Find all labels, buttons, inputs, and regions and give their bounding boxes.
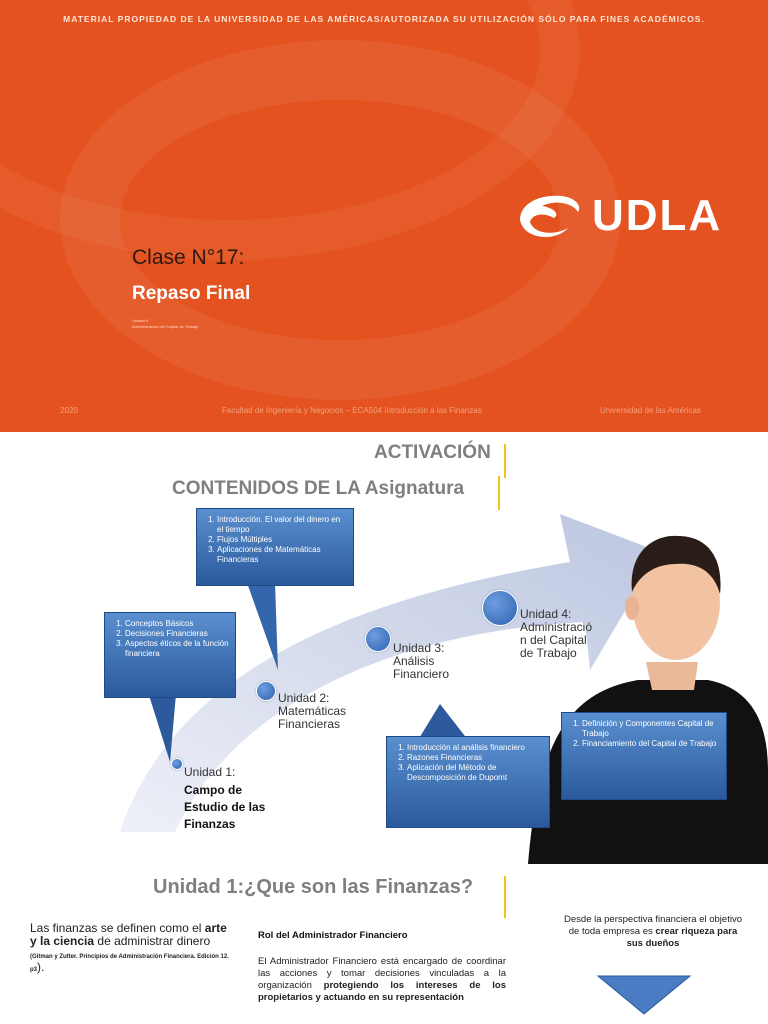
milestone-dot-unit2 (256, 681, 276, 701)
title-slide: MATERIAL PROPIEDAD DE LA UNIVERSIDAD DE … (0, 0, 768, 432)
person-illustration (528, 535, 768, 864)
company-objective: Desde la perspectiva financiera el objet… (564, 914, 742, 949)
disclaimer-text: MATERIAL PROPIEDAD DE LA UNIVERSIDAD DE … (63, 14, 705, 24)
footer-university: Universidad de las Américas (600, 406, 701, 415)
role-heading: Rol del Administrador Financiero (258, 930, 408, 941)
accent-bar (504, 444, 506, 478)
unit1-label: Unidad 1: Campo de Estudio de las Finanz… (184, 765, 266, 831)
unit-name-tag: Administración del Capital de Trabajo (132, 324, 199, 329)
callout-item: Conceptos Básicos (125, 619, 229, 629)
role-description: El Administrador Financiero está encarga… (258, 956, 506, 1003)
callout-item: Flujos Múltiples (217, 535, 347, 545)
citation: (Gitman y Zutter. Principios de Administ… (30, 954, 229, 973)
accent-bar (498, 476, 500, 510)
milestone-dot-unit4 (482, 590, 518, 626)
callout-unit4: Definición y Componentes Capital de Trab… (561, 712, 727, 800)
unit3-label: Unidad 3: Análisis Financiero (393, 641, 450, 681)
unit2-label: Unidad 2: Matemáticas Financieras (278, 691, 347, 731)
footer-faculty: Facultad de Ingeniería y Negocios – ECA5… (222, 406, 482, 415)
callout-item: Financiamiento del Capital de Trabajo (582, 739, 720, 749)
unit-tag: Unidad 4 (132, 318, 149, 323)
class-number: Clase N°17: (132, 246, 245, 269)
finance-definition: Las finanzas se definen como el arte y l… (30, 921, 229, 974)
unit4-label: Unidad 4: Administració n del Capital de… (520, 607, 593, 660)
contents-title: CONTENIDOS DE LA Asignatura (172, 478, 465, 499)
callout-item: Aplicaciones de Matemáticas Financieras (217, 545, 347, 565)
progress-arrow (120, 514, 660, 832)
callout-item: Introducción. El valor del dinero en el … (217, 515, 347, 535)
callout-item: Decisiones Financieras (125, 629, 229, 639)
class-topic: Repaso Final (132, 283, 251, 304)
callout-tail (246, 580, 278, 670)
udla-logo: UDLA (514, 190, 738, 242)
activation-title: ACTIVACIÓN (374, 442, 491, 463)
contents-slide: ACTIVACIÓN CONTENIDOS DE LA Asignatura I… (0, 432, 768, 864)
accent-bar (504, 876, 506, 918)
milestone-dot-unit1 (171, 758, 183, 770)
callout-unit2: Introducción. El valor del dinero en el … (196, 508, 354, 586)
callout-unit1: Conceptos Básicos Decisiones Financieras… (104, 612, 236, 698)
callout-item: Razones Financieras (407, 753, 543, 763)
callout-item: Aspectos éticos de la función financiera (125, 639, 229, 659)
milestone-dot-unit3 (365, 626, 391, 652)
udla-logo-icon (520, 195, 580, 238)
finance-definition-slide: Unidad 1:¿Que son las Finanzas? Las fina… (0, 864, 768, 1024)
callout-tail (418, 704, 468, 740)
callout-unit3: Introducción al análisis financiero Razo… (386, 736, 550, 828)
down-arrow-icon (596, 975, 692, 1015)
footer-year: 2020 (60, 406, 78, 415)
callout-tail (148, 692, 176, 762)
slide3-title: Unidad 1:¿Que son las Finanzas? (153, 876, 474, 898)
logo-wordmark: UDLA (592, 191, 723, 240)
callout-item: Aplicación del Método de Descomposición … (407, 763, 543, 783)
callout-item: Introducción al análisis financiero (407, 743, 543, 753)
callout-item: Definición y Componentes Capital de Trab… (582, 719, 720, 739)
